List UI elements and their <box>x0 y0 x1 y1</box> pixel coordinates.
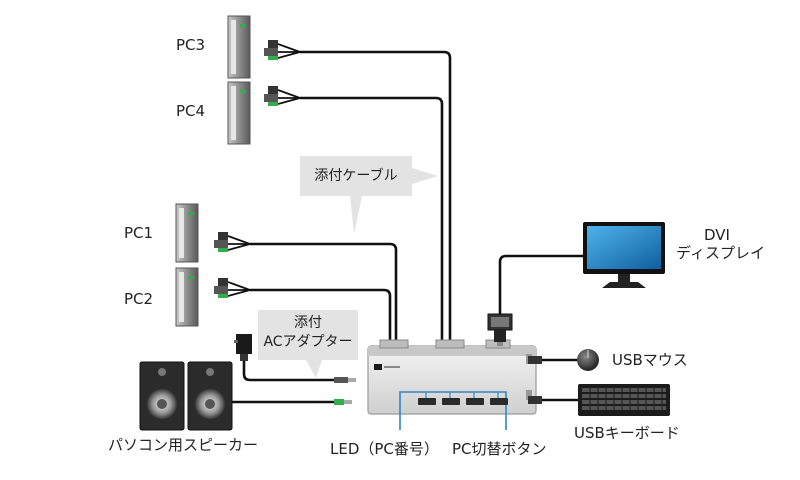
cable-callout-label: 添付ケーブル <box>314 168 398 184</box>
adapter-callout-line2: ACアダプター <box>263 334 353 350</box>
pc2-connectors <box>214 278 251 298</box>
pc4-connectors <box>264 86 301 106</box>
speakers <box>139 361 352 431</box>
switch-button-4 <box>490 398 508 405</box>
cable-pc2 <box>250 288 392 346</box>
cable-pc3 <box>300 50 452 346</box>
pc1-connectors <box>214 232 251 252</box>
ac-adapter <box>234 334 356 383</box>
pc3-connectors <box>264 40 301 60</box>
cable-pc1 <box>250 242 398 346</box>
pc4-tower <box>227 81 251 145</box>
pc1-label: PC1 <box>124 224 154 242</box>
switch-button-1 <box>418 398 436 405</box>
dvi-label-line1: DVI <box>704 226 730 244</box>
usb-keyboard <box>578 384 670 416</box>
cable-dvi <box>498 254 585 316</box>
dvi-connector <box>487 313 513 346</box>
pc3-label: PC3 <box>176 36 206 54</box>
pc4-label: PC4 <box>176 102 206 120</box>
dvi-label-line2: ディスプレイ <box>676 244 765 262</box>
cables <box>228 50 585 404</box>
switch-button-3 <box>466 398 484 405</box>
dvi-monitor <box>583 222 665 288</box>
led-label: LED（PC番号） <box>330 440 439 458</box>
cable-ac-adapter <box>242 360 336 382</box>
pc2-tower <box>175 267 199 327</box>
adapter-callout-bubble <box>258 310 358 378</box>
speaker-label: パソコン用スピーカー <box>108 436 259 454</box>
adapter-callout-line1: 添付 <box>294 315 322 331</box>
cable-callout-bubble <box>300 156 438 234</box>
switch-button-2 <box>442 398 460 405</box>
usb-plugs <box>528 356 542 404</box>
pc3-tower <box>227 15 251 79</box>
usb-keyboard-label: USBキーボード <box>574 424 680 442</box>
switch-buttons-label: PC切替ボタン <box>452 440 547 458</box>
pc1-tower <box>175 203 199 263</box>
pc2-label: PC2 <box>124 290 154 308</box>
usb-mouse <box>577 349 599 371</box>
usb-mouse-label: USBマウス <box>612 351 688 369</box>
cable-pc4 <box>300 96 444 346</box>
switch-leader-lines <box>399 391 507 430</box>
kvm-switch <box>367 339 537 430</box>
